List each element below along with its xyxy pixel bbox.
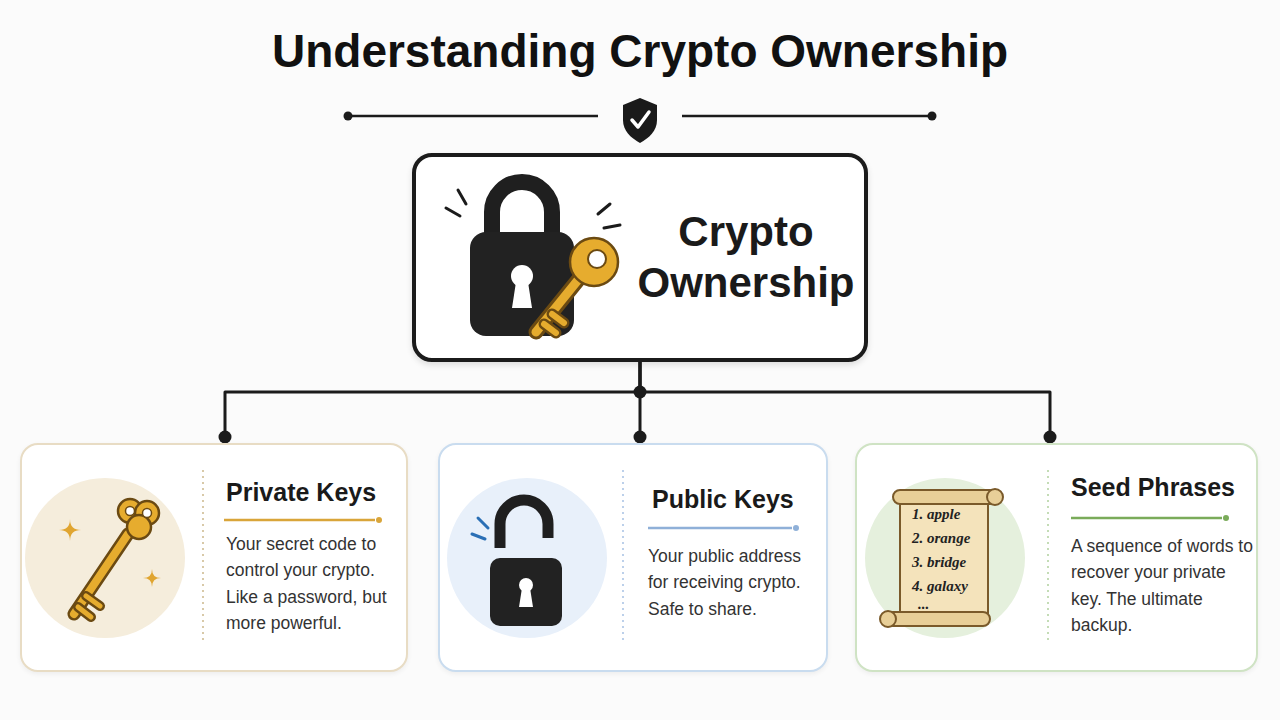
card-heading: Seed Phrases [1071, 473, 1235, 502]
seed-word: ... [918, 596, 929, 613]
connector-dot [1044, 431, 1057, 444]
seed-word: 2. orange [912, 530, 970, 547]
info-card: Public KeysYour public address for recei… [438, 443, 828, 672]
title-rule [344, 112, 937, 121]
card-heading: Public Keys [652, 485, 794, 514]
card-body: Your public address for receiving crypto… [648, 543, 823, 622]
card-heading: Private Keys [226, 478, 376, 507]
card-body: Your secret code to control your crypto.… [226, 531, 404, 636]
seed-word: 1. apple [912, 506, 960, 523]
hub-box: Crypto Ownership [412, 153, 868, 362]
connector-dot [219, 431, 232, 444]
seed-word: 3. bridge [912, 554, 966, 571]
branch-connector [225, 362, 640, 443]
info-card: Private KeysYour secret code to control … [20, 443, 408, 672]
card-body: A sequence of words to recover your priv… [1071, 533, 1257, 638]
diagram-title: Understanding Crypto Ownership [0, 24, 1280, 78]
shield-icon [623, 98, 657, 143]
hub-title: Crypto Ownership [626, 157, 866, 358]
connector-dot [634, 431, 647, 444]
seed-word: 4. galaxy [912, 578, 968, 595]
branch-connector [640, 362, 1050, 443]
junction-dot [634, 386, 647, 399]
